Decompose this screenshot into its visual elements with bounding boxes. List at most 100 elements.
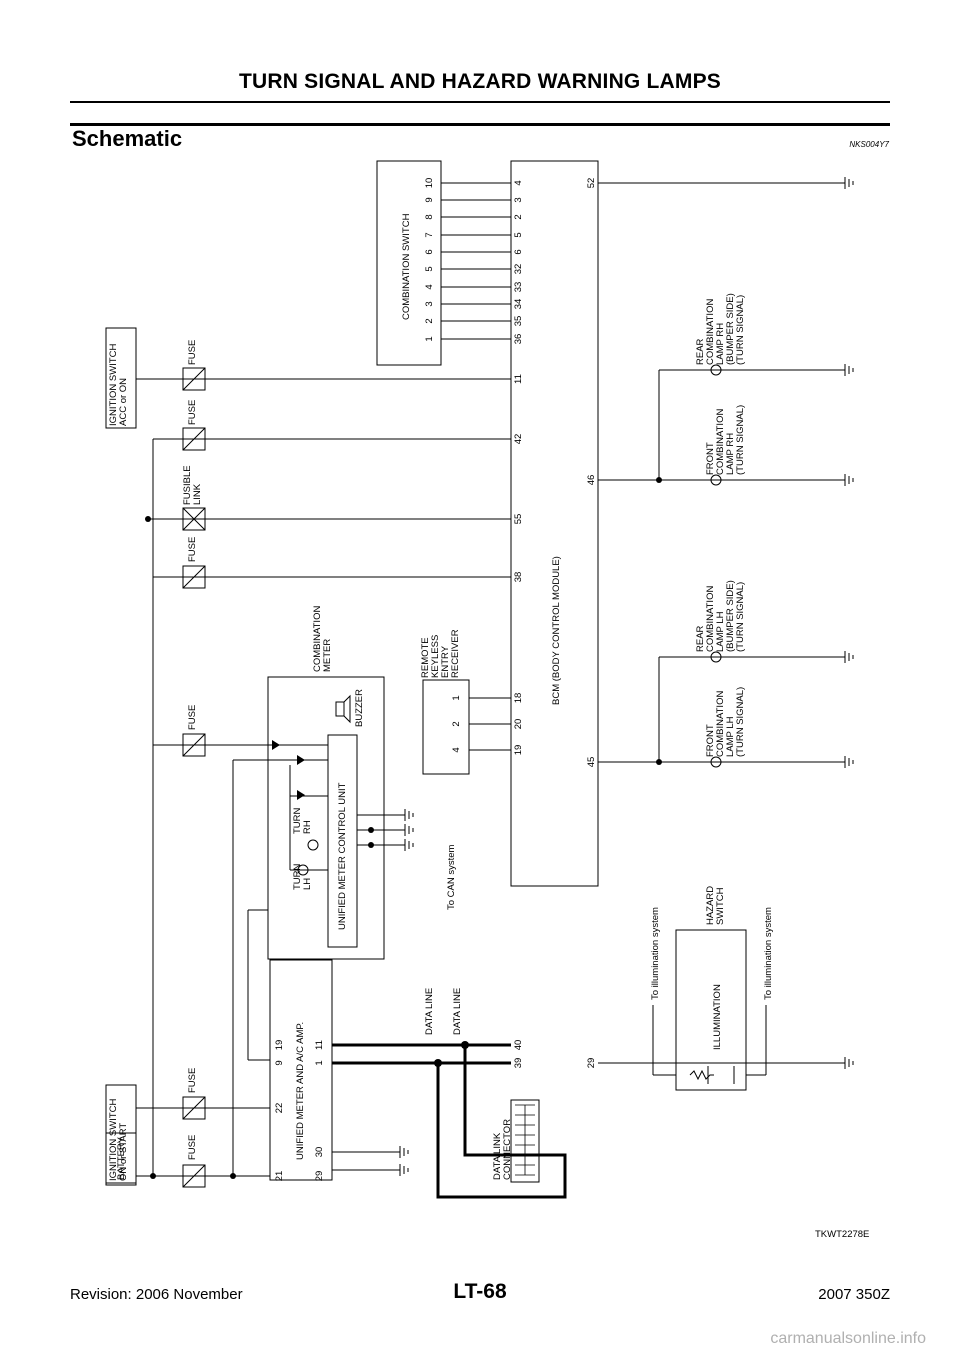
fuse-label: FUSE [187,1068,198,1093]
rear-rh-lamp-label: LAMP RH [715,323,726,365]
section-rule [70,123,890,126]
page-header-title: TURN SIGNAL AND HAZARD WARNING LAMPS [238,70,722,93]
rear-lh-lamp-label: (TURN SIGNAL) [735,582,746,652]
bcm-pin: 5 [513,232,524,237]
bcm-pin: 3 [513,197,524,202]
bcm-pin: 18 [513,693,524,704]
battery-label: BATTERY [116,1136,127,1180]
bcm-pin: 36 [513,334,524,345]
keyless-pin: 4 [451,747,462,752]
to-can-label: To CAN system [446,844,457,910]
amp-pin: 22 [274,1103,285,1114]
combination-switch-pin: 6 [424,249,435,254]
rear-rh-lamp-label: (BUMPER SIDE) [725,293,736,365]
bcm-label: BCM (BODY CONTROL MODULE) [551,556,562,705]
data-link-connector-label: DATA LINK [492,1132,503,1180]
turn-rh-label: TURN [292,807,303,834]
combination-switch-pin: 8 [424,214,435,219]
bcm-pin: 38 [513,572,524,583]
to-illumination-label: To illumination system [650,907,661,1000]
bcm-pin: 34 [513,299,524,310]
data-line-label: DATA LINE [424,988,435,1035]
footer-page-number: LT-68 [453,1280,507,1303]
to-illumination-label: To illumination system [763,907,774,1000]
bcm-pin: 20 [513,719,524,730]
remote-keyless-label: ENTRY [440,645,451,678]
keyless-pin: 1 [451,695,462,700]
ignition-switch-on-label: ON or START [118,1123,129,1181]
combination-switch-pin: 9 [424,197,435,202]
buzzer-label: BUZZER [354,689,365,727]
junction-dots [145,477,662,1179]
bcm-pin: 19 [513,745,524,756]
remote-keyless-label: RECEIVER [450,629,461,678]
bcm-pin: 32 [513,264,524,275]
fuse-label: FUSE [187,1135,198,1160]
hazard-switch-label: SWITCH [715,887,726,925]
bcm-pin: 35 [513,316,524,327]
bcm-pin: 45 [586,757,597,768]
front-lh-lamp-label: COMBINATION [715,691,726,757]
amp-pin: 9 [274,1060,285,1065]
fusible-link-label: LINK [192,483,203,505]
header-rule [70,101,890,103]
ignition-switch-acc-label: ACC or ON [118,378,129,426]
meter-control-unit-box [327,734,358,948]
rear-rh-lamp-label: COMBINATION [705,299,716,365]
turn-lh-label: TURN [292,863,303,890]
data-link-connector-label: CONNECTOR [502,1119,513,1180]
amp-pin: 11 [314,1040,325,1050]
fuse-label: FUSE [187,400,198,425]
section-title: Schematic [72,126,183,151]
data-lines [332,1043,567,1199]
bcm-pin: 52 [586,178,597,189]
front-rh-lamp-label: FRONT [705,442,716,475]
front-rh-lamp-label: COMBINATION [715,409,726,475]
bcm-pin: 40 [513,1040,524,1051]
figure-id-label: TKWT2278E [815,1229,869,1240]
remote-keyless-label: REMOTE [420,637,431,678]
ignition-switch-on-label: IGNITION SWITCH [108,1099,119,1181]
rear-rh-lamp-label: REAR [695,338,706,365]
amp-pin: 29 [314,1171,325,1182]
bcm-pin: 42 [513,434,524,445]
illumination-label: ILLUMINATION [712,984,723,1050]
amp-box [269,959,333,1181]
keyless-receiver-box [422,679,470,775]
remote-keyless-label: KEYLESS [430,635,441,678]
ign-acc-box [105,327,137,429]
section-code: NKS004Y7 [849,140,889,149]
buzzer-symbol [335,701,345,717]
fuse-label: FUSE [187,705,198,730]
rear-lh-lamp-label: LAMP LH [715,611,726,652]
hazard-switch-label: HAZARD [705,886,716,925]
footer-model: 2007 350Z [818,1286,890,1303]
front-rh-lamp-label: LAMP RH [725,433,736,475]
rear-lh-lamp-label: COMBINATION [705,586,716,652]
combination-switch-pin: 4 [424,284,435,289]
amp-pin: 30 [314,1147,325,1158]
ground-symbols [399,177,854,1176]
bcm-pin: 29 [586,1058,597,1069]
data-link-connector-box [510,1099,540,1183]
rear-lh-lamp-label: REAR [695,625,706,652]
fusible-link-label: FUSIBLE [182,465,193,505]
combination-switch-label: COMBINATION SWITCH [401,213,412,320]
fuse-label: FUSE [187,537,198,562]
combination-switch-pin: 1 [424,336,435,341]
fuse-label: FUSE [187,340,198,365]
data-line-label: DATA LINE [452,988,463,1035]
bcm-pin: 46 [586,475,597,486]
rear-lh-lamp-label: (BUMPER SIDE) [725,580,736,652]
turn-rh-label: RH [302,820,313,834]
bcm-pin: 6 [513,249,524,254]
combination-switch-box [376,160,442,366]
bcm-pin: 11 [513,374,524,384]
combination-switch-pin: 7 [424,232,435,237]
lamp-bulbs [297,364,722,876]
front-lh-lamp-label: FRONT [705,724,716,757]
hazard-switch-box [675,929,747,1091]
bcm-pin: 33 [513,282,524,293]
combination-meter-label: METER [322,639,333,672]
